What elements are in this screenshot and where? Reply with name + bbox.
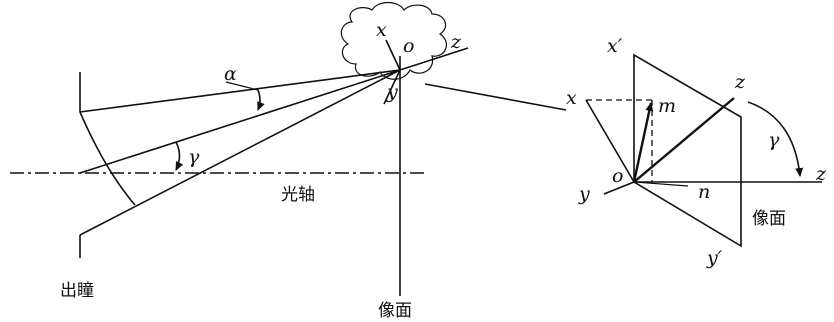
- o-right-label: o: [612, 165, 623, 187]
- gamma-right-arc: [747, 101, 804, 177]
- connector-line: [424, 83, 567, 111]
- x-top-label: x: [376, 19, 387, 41]
- z-top-label: z: [450, 31, 462, 53]
- y-prime-label: y′: [706, 247, 723, 269]
- m-label: m: [658, 95, 676, 117]
- alpha-label: α: [224, 63, 237, 85]
- ray-upper: [79, 69, 401, 113]
- y-top-label: y: [386, 81, 398, 103]
- gamma-angle-arc: [175, 141, 184, 171]
- z-diagonal-axis: [633, 97, 735, 183]
- n-line: [633, 181, 689, 187]
- x-prime-label: x′: [607, 35, 623, 57]
- image-plane-left-label: 像面: [378, 301, 412, 321]
- y-right-axis: [603, 181, 635, 195]
- z-right-label: z: [815, 163, 827, 185]
- n-label: n: [698, 181, 710, 203]
- alpha-angle-arc: [257, 89, 265, 111]
- exit-pupil-bracket: [79, 72, 136, 258]
- ray-lower: [79, 69, 401, 236]
- x-axis-line: [385, 39, 401, 71]
- x-right-label: x: [566, 87, 577, 109]
- x-point-line: [585, 99, 635, 183]
- z-axis-line: [399, 47, 469, 71]
- z-right-diag-label: z: [734, 71, 746, 93]
- image-plane-right-label: 像面: [752, 209, 786, 229]
- y-axis-line: [383, 69, 401, 105]
- m-arrow: [632, 102, 654, 183]
- o-top-label: o: [403, 35, 414, 57]
- image-plane-right: [633, 53, 742, 248]
- gamma-right-label: γ: [768, 129, 780, 151]
- y-right-label: y: [578, 183, 590, 205]
- cloud-shape: [340, 1, 448, 80]
- optical-axis-label: 光轴: [281, 185, 315, 205]
- alpha-leader: [225, 81, 259, 91]
- ray-middle: [79, 69, 401, 174]
- exit-pupil-label: 出瞳: [60, 281, 94, 301]
- gamma-left-label: γ: [188, 146, 200, 168]
